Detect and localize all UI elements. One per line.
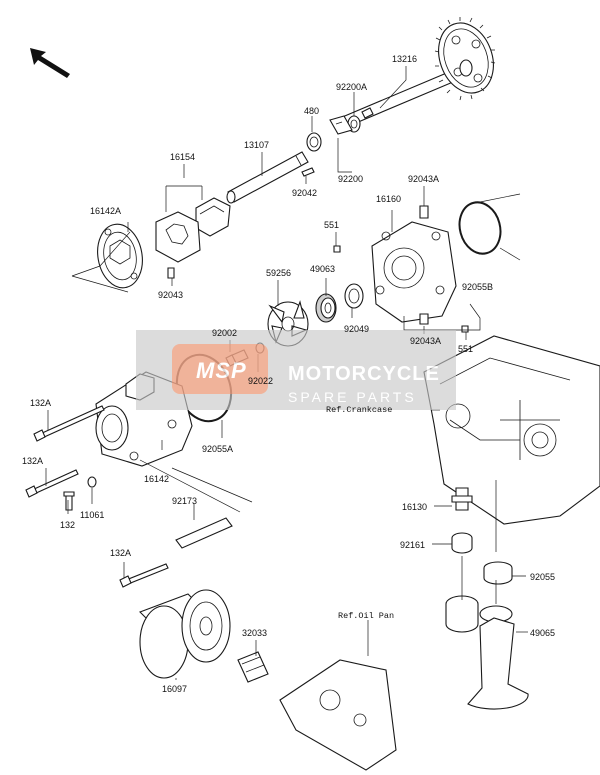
front-direction-arrow	[30, 48, 70, 78]
ref-oil-pan: Ref.Oil Pan	[338, 611, 394, 621]
label-92200: 92200	[338, 174, 363, 184]
plate-92200	[329, 115, 353, 135]
watermark-title: MOTORCYCLE	[288, 363, 440, 385]
label-92042: 92042	[292, 188, 317, 198]
oil-filter-16097	[139, 589, 231, 679]
pump-housing-16142a	[97, 223, 143, 289]
dowel-92043	[167, 267, 175, 279]
nipple-32033	[237, 651, 269, 683]
bracket-92173	[175, 517, 233, 549]
label-92161: 92161	[400, 540, 425, 550]
label-92173: 92173	[172, 496, 197, 506]
label-551-upper: 551	[324, 220, 339, 230]
label-92043: 92043	[158, 290, 183, 300]
collar-92161	[451, 532, 473, 554]
o-ring-92055b	[458, 201, 502, 255]
seal-49063	[315, 293, 337, 323]
oil-pan-ref	[279, 659, 397, 771]
fitting-16130	[451, 487, 473, 511]
part-labels: 13216 92200A 480 92200 13107 16154 92042…	[22, 54, 555, 694]
label-132a-3: 132A	[110, 548, 131, 558]
label-92022: 92022	[248, 376, 273, 386]
crankcase-ref	[423, 335, 600, 525]
label-132a-2: 132A	[22, 456, 43, 466]
label-49063: 49063	[310, 264, 335, 274]
pin-551-lower	[461, 325, 469, 333]
pin-551-upper	[333, 245, 341, 253]
circlip-480	[306, 132, 322, 152]
label-49065: 49065	[530, 628, 555, 638]
label-16142: 16142	[144, 474, 169, 484]
strainer-49065	[445, 595, 529, 710]
pin-92042	[301, 167, 315, 177]
label-132a-1: 132A	[30, 398, 51, 408]
ref-crankcase: Ref.Crankcase	[326, 405, 392, 415]
label-16130: 16130	[402, 502, 427, 512]
watermark-logo: MSP	[196, 358, 247, 383]
label-92055: 92055	[530, 572, 555, 582]
o-ring-92055	[483, 561, 513, 585]
label-92043a-upper: 92043A	[408, 174, 439, 184]
label-11061: 11061	[80, 510, 104, 520]
dowel-92043a-lower	[419, 313, 429, 325]
watermark-subtitle: SPARE PARTS	[288, 389, 417, 405]
watermark: MSP MOTORCYCLE SPARE PARTS	[136, 330, 456, 410]
label-551-lower: 551	[458, 344, 473, 354]
label-13107: 13107	[244, 140, 269, 150]
pump-shaft-13107	[226, 151, 309, 204]
label-92002: 92002	[212, 328, 237, 338]
label-480: 480	[304, 106, 319, 116]
label-32033: 32033	[242, 628, 267, 638]
label-59256: 59256	[266, 268, 291, 278]
label-16142a: 16142A	[90, 206, 121, 216]
bolt-132a-1	[33, 405, 105, 442]
dowel-92043a-upper	[419, 205, 429, 219]
gasket-11061	[87, 476, 97, 488]
label-132: 132	[60, 520, 75, 530]
label-13216: 13216	[392, 54, 417, 64]
label-92055a: 92055A	[202, 444, 233, 454]
oil-pump-gear-13216	[339, 17, 496, 129]
label-16154: 16154	[170, 152, 195, 162]
label-92200a: 92200A	[336, 82, 367, 92]
rotor-16154	[155, 197, 231, 263]
bolt-132a-3	[119, 563, 169, 588]
pump-cover-16160	[371, 221, 457, 323]
bolt-132	[63, 491, 75, 511]
label-92055b: 92055B	[462, 282, 493, 292]
label-16097: 16097	[162, 684, 187, 694]
label-92049: 92049	[344, 324, 369, 334]
label-92043a-lower: 92043A	[410, 336, 441, 346]
seal-92049	[344, 283, 364, 309]
label-16160: 16160	[376, 194, 401, 204]
bolt-132a-2	[25, 469, 79, 498]
